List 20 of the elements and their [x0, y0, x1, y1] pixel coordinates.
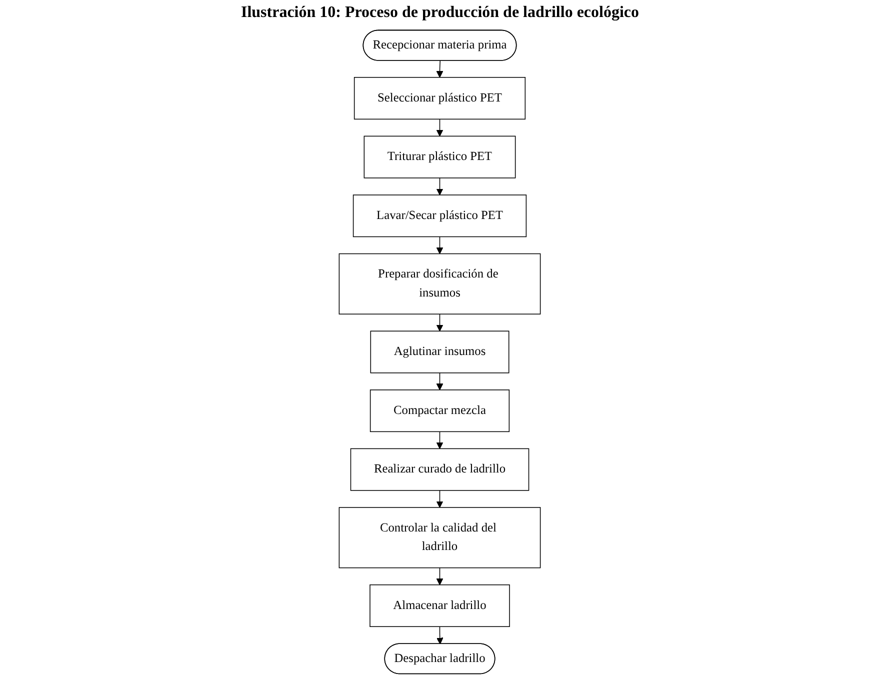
node-box: Preparar dosificación de insumos: [339, 253, 541, 314]
arrow: [436, 431, 444, 449]
node-box: Aglutinar insumos: [370, 330, 510, 374]
diagram-title: Ilustración 10: Proceso de producción de ladrillo ecológico: [240, 3, 640, 23]
arrow: [436, 372, 444, 390]
node-box: Lavar/Secar plástico PET: [353, 194, 527, 238]
node-box: Triturar plástico PET: [364, 136, 516, 178]
arrow: [436, 60, 444, 78]
arrow: [436, 178, 444, 196]
arrow: [436, 490, 444, 508]
arrow: [436, 626, 444, 644]
node-box: Realizar curado de ladrillo: [350, 448, 530, 491]
node-box: Compactar mezcla: [370, 390, 510, 432]
arrow: [436, 567, 444, 586]
node-box: Almacenar ladrillo: [370, 584, 510, 627]
node-box: Controlar la calidad del ladrillo: [339, 507, 541, 568]
arrow: [436, 314, 444, 332]
arrow: [436, 118, 444, 136]
arrow: [436, 236, 444, 254]
node-box: Seleccionar plástico PET: [354, 76, 526, 120]
